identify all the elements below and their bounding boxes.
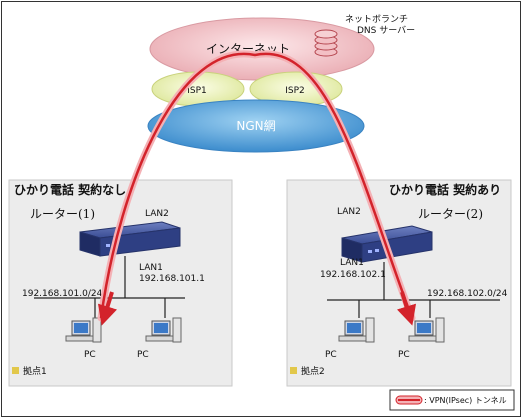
dns-server-label: ネットボランチ DNS サーバー (345, 14, 415, 36)
site-1-pc-2 (145, 317, 182, 343)
router-1-ip: 192.168.101.1 (139, 274, 205, 284)
site-2-header: ひかり電話 契約あり (389, 182, 501, 197)
router-2-name: ルーター(2) (418, 207, 483, 221)
router-1-name: ルーター(1) (30, 207, 95, 221)
router-1-lan1-label: LAN1 (139, 263, 163, 273)
router-2-lan2-label: LAN2 (337, 207, 361, 217)
router-2-ip: 192.168.102.1 (320, 270, 386, 280)
router-1-lan2-label: LAN2 (145, 209, 169, 219)
site-1-pc-1-label: PC (84, 350, 96, 360)
tunnel-arrow-site-2 (396, 291, 417, 326)
site-2-pc-2 (408, 317, 445, 343)
site-2-pc-1-label: PC (325, 350, 337, 360)
dns-server-icon (314, 29, 338, 57)
legend-box (389, 389, 515, 411)
vpn-tunnel-legend-icon (395, 395, 423, 405)
tunnel-arrow-site-1 (97, 291, 118, 326)
router-2 (341, 225, 433, 263)
isp1-label: ISP1 (187, 86, 207, 96)
site-2-pc-2-label: PC (398, 350, 410, 360)
site-1-tag-marker (12, 367, 19, 374)
site-1-network: 192.168.101.0/24 (22, 289, 103, 299)
site-1-pc-2-label: PC (137, 350, 149, 360)
site-2-tag: 拠点2 (301, 365, 325, 377)
isp2-label: ISP2 (285, 86, 305, 96)
router-2-lan1-label: LAN1 (340, 258, 364, 268)
vpn-tunnel (97, 50, 416, 322)
ngn-cloud (147, 99, 365, 153)
site-2-tag-marker (290, 367, 297, 374)
site-1-tag: 拠点1 (23, 365, 47, 377)
site-2-network: 192.168.102.0/24 (427, 289, 508, 299)
legend-label: : VPN(IPsec) トンネル (424, 396, 507, 405)
site-1-pc-1 (65, 317, 102, 343)
router-1 (79, 221, 181, 257)
site-2-pc-1 (338, 317, 375, 343)
site-1-header: ひかり電話 契約なし (14, 182, 126, 197)
ngn-label: NGN網 (236, 119, 275, 133)
